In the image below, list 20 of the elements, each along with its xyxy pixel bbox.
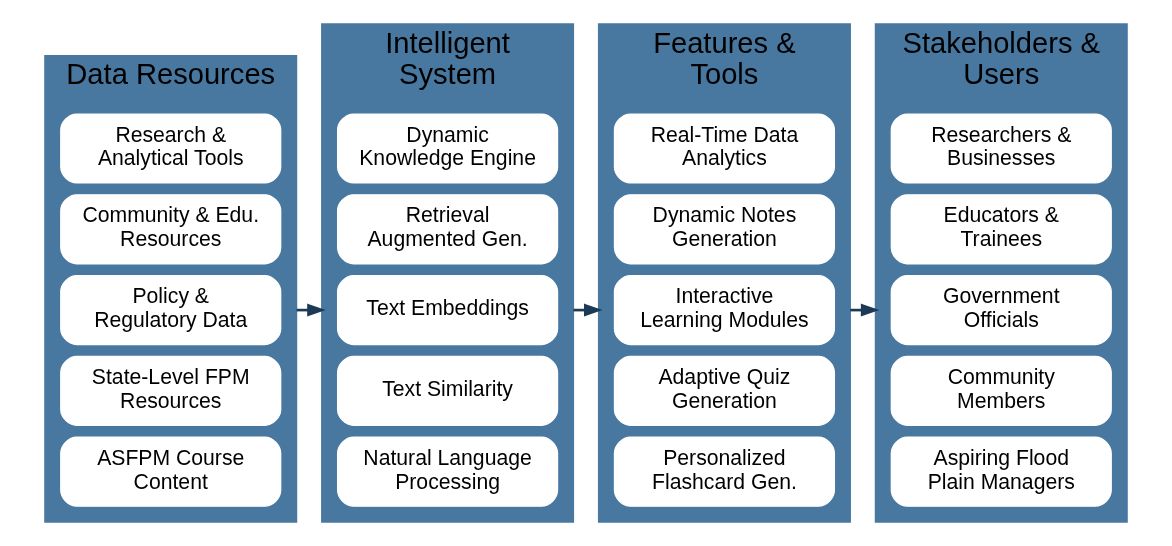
node-box: Educators & Trainees [890, 194, 1112, 265]
node-box: Retrieval Augmented Gen. [336, 194, 559, 265]
node-box: Text Similarity [336, 355, 559, 426]
node-box: Text Embeddings [336, 275, 559, 346]
node-box: Natural Language Processing [336, 436, 559, 507]
node-box: Research & Analytical Tools [60, 113, 282, 184]
node-box: Aspiring Flood Plain Managers [890, 436, 1112, 507]
node-box: ASFPM Course Content [60, 436, 282, 507]
node-box: Policy & Regulatory Data [60, 275, 282, 346]
node-box: Dynamic Knowledge Engine [336, 113, 559, 184]
node-box: Government Officials [890, 275, 1112, 346]
node-box: Community Members [890, 355, 1112, 426]
node-box: Real-Time Data Analytics [613, 113, 836, 184]
node-box: State-Level FPM Resources [60, 355, 282, 426]
node-box: Community & Edu. Resources [60, 194, 282, 265]
node-box: Researchers & Businesses [890, 113, 1112, 184]
node-box: Personalized Flashcard Gen. [613, 436, 836, 507]
node-box: Interactive Learning Modules [613, 275, 836, 346]
node-box: Dynamic Notes Generation [613, 194, 836, 265]
node-box: Adaptive Quiz Generation [613, 355, 836, 426]
